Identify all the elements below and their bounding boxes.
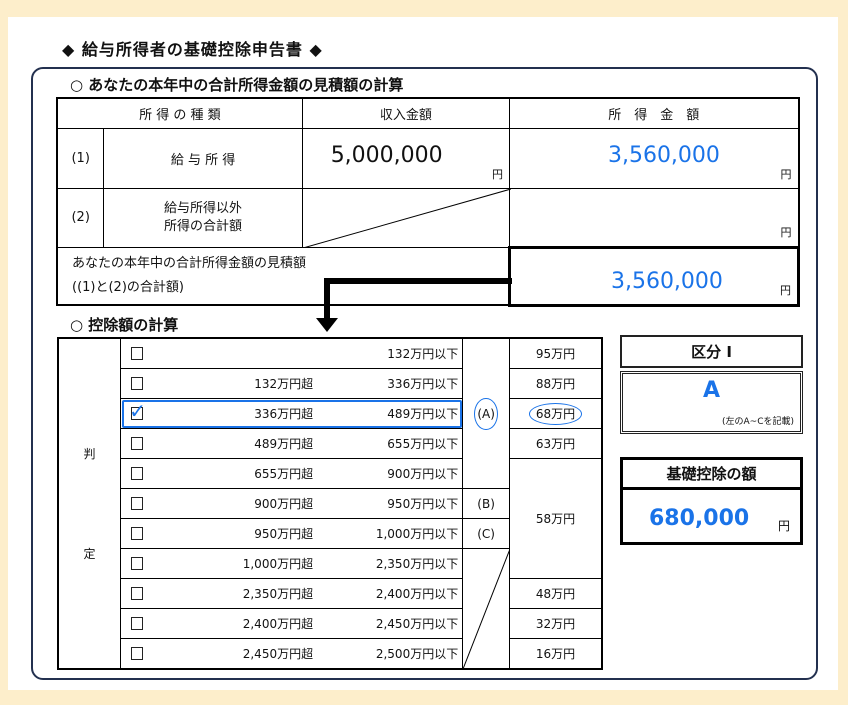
range-from: 2,450万円超 [242,647,314,661]
checkbox[interactable] [131,617,144,630]
bracket-row[interactable]: ✓ 336万円超 489万円以下 [120,398,464,429]
deduction-box: 基礎控除の額 680,000 円 [620,457,803,545]
category-c: (C) [462,518,511,549]
bracket-row[interactable]: 2,400万円超 2,450万円以下 [120,608,464,639]
bracket-row[interactable]: 950万円超 1,000万円以下 [120,518,464,549]
range-to: 2,450万円以下 [375,617,459,631]
category-a: (A) [474,397,498,430]
kubun-label: 区分 I [620,335,803,368]
range-from: 655万円超 [254,467,314,481]
side-label: 判 [83,446,96,461]
deduction-amount: 48万円 [535,587,576,601]
deduction-amount: 95万円 [535,347,576,361]
deduction-amount: 32万円 [535,617,576,631]
income-table: 所 得 の 種 類収入金額所 得 金 額 (1)給 与 所 得 5,000,00… [56,97,801,307]
range-to: 489万円以下 [387,407,459,421]
checkbox[interactable] [131,467,144,480]
kubun-note: (左のA~Cを記載) [721,417,794,427]
deduction-amount: 58万円 [509,458,603,579]
row-label: 給 与 所 得 [103,127,303,189]
header-income: 収入金額 [301,97,510,129]
range-from: 1,000万円超 [242,557,314,571]
range-from: 336万円超 [254,407,314,421]
bracket-row[interactable]: 132万円超 336万円以下 [120,368,464,399]
checkbox[interactable] [131,557,144,570]
range-to: 132万円以下 [387,347,459,361]
checkbox[interactable] [131,347,144,360]
bracket-row[interactable]: 489万円超 655万円以下 [120,428,464,459]
income-value[interactable]: 5,000,000 [330,142,443,168]
category-b: (B) [462,488,511,519]
range-to: 1,000万円以下 [375,527,459,541]
yen-unit: 円 [777,519,790,533]
header-type: 所 得 の 種 類 [56,97,303,129]
range-to: 655万円以下 [387,437,459,451]
row-num: (2) [56,187,105,248]
range-to: 2,350万円以下 [375,557,459,571]
yen-unit: 円 [491,167,503,181]
deduction-amount: 16万円 [535,647,576,661]
checkbox[interactable] [131,527,144,540]
salary-income-amount[interactable]: 3,560,000 [607,142,720,168]
bracket-row[interactable]: 655万円超 900万円以下 [120,458,464,489]
bracket-row[interactable]: 900万円超 950万円以下 [120,488,464,519]
disabled-cell [301,187,511,248]
kubun-value[interactable]: A [702,378,721,403]
checkbox[interactable] [131,437,144,450]
deduction-table: 判定 132万円以下 (A) 95万円 132万円超 336万円以下 88万円 ✓ 336万円超… [57,337,603,670]
row-num: (1) [56,127,105,189]
check-icon: ✓ [129,399,146,423]
deduction-amount: 63万円 [535,437,576,451]
yen-unit: 円 [780,167,792,181]
bracket-row[interactable]: 1,000万円超 2,350万円以下 [120,548,464,579]
kubun-box: A (左のA~Cを記載) [620,371,803,434]
total-sublabel: ((1)と(2)の合計額) [72,279,184,295]
yen-unit: 円 [780,283,791,297]
deduction-amount: 88万円 [535,377,576,391]
yen-unit: 円 [780,225,792,239]
form-title: ◆ 給与所得者の基礎控除申告書 ◆ [62,40,323,59]
range-from: 132万円超 [254,377,314,391]
row-label: 給与所得以外 所得の合計額 [103,187,303,248]
deduction-label: 基礎控除の額 [623,460,800,490]
range-from: 950万円超 [254,527,314,541]
bracket-row[interactable]: 132万円以下 [120,337,464,369]
range-to: 336万円以下 [387,377,459,391]
checkbox[interactable] [131,497,144,510]
range-to: 950万円以下 [387,497,459,511]
header-amount: 所 得 金 額 [508,97,800,129]
range-to: 900万円以下 [387,467,459,481]
section2-heading: ○ 控除額の計算 [70,316,179,334]
bracket-row[interactable]: 2,450万円超 2,500万円以下 [120,638,464,670]
section1-heading: ○ あなたの本年中の合計所得金額の見積額の計算 [70,76,404,94]
bracket-row[interactable]: 2,350万円超 2,400万円以下 [120,578,464,609]
checkbox[interactable] [131,647,144,660]
form-frame [31,67,818,680]
total-label: あなたの本年中の合計所得金額の見積額 [72,255,307,271]
arrow-icon [316,278,512,332]
checkbox[interactable]: ✓ [129,399,146,423]
range-from: 489万円超 [254,437,314,451]
range-from: 2,400万円超 [242,617,314,631]
range-to: 2,400万円以下 [375,587,459,601]
checkbox[interactable] [131,587,144,600]
deduction-value[interactable]: 680,000 [649,506,750,531]
total-amount[interactable]: 3,560,000 [610,268,723,294]
checkbox[interactable] [131,377,144,390]
range-from: 2,350万円超 [242,587,314,601]
range-from: 900万円超 [254,497,314,511]
side-label: 定 [83,546,96,561]
range-to: 2,500万円以下 [375,647,459,661]
deduction-amount: 68万円 [528,403,583,425]
